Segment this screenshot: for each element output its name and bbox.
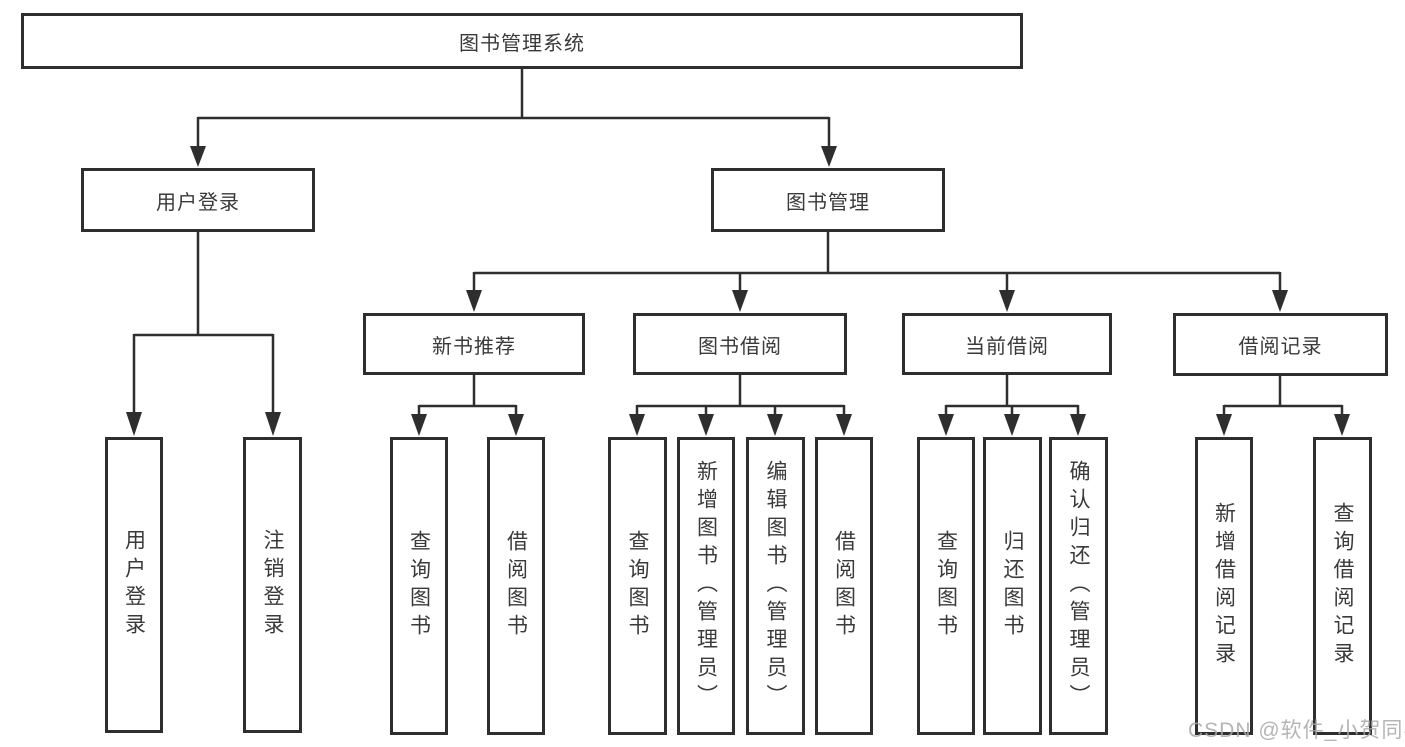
node-book-borrow: 图书借阅 <box>633 313 847 375</box>
leaf-label: 新增图书（管理员） <box>694 460 718 712</box>
node-label: 当前借阅 <box>965 335 1049 358</box>
leaf-label: 查询图书 <box>626 530 649 642</box>
connector-root-to-level2 <box>190 68 837 167</box>
leaf-label: 注销登录 <box>261 529 284 641</box>
node-user-login: 用户登录 <box>81 168 315 232</box>
leaf-user-login: 用户登录 <box>105 437 163 733</box>
leaf-add-borrow-record: 新增借阅记录 <box>1195 437 1253 735</box>
leaf-query-books-recommend: 查询图书 <box>390 437 448 735</box>
leaf-query-books-borrow: 查询图书 <box>608 437 667 735</box>
leaf-query-borrow-record: 查询借阅记录 <box>1313 437 1372 735</box>
node-label: 图书管理系统 <box>459 32 585 55</box>
leaf-label: 归还图书 <box>1001 530 1024 642</box>
leaf-label: 查询图书 <box>934 530 958 642</box>
connector-book-borrow-children <box>629 375 852 436</box>
leaf-query-books-current: 查询图书 <box>917 437 975 735</box>
leaf-add-books-admin: 新增图书（管理员） <box>677 437 735 735</box>
node-label: 用户登录 <box>156 191 240 214</box>
node-new-book-recommend: 新书推荐 <box>363 313 585 375</box>
node-label: 图书借阅 <box>698 335 782 358</box>
connector-book-management-children <box>466 232 1288 312</box>
connector-current-borrow-children <box>938 375 1086 436</box>
connector-new-book-recommend-children <box>411 375 524 436</box>
node-label: 新书推荐 <box>432 335 516 358</box>
connector-user-login-children <box>126 232 281 436</box>
node-label: 借阅记录 <box>1238 336 1323 358</box>
leaf-label: 查询图书 <box>407 530 431 642</box>
node-book-management-system: 图书管理系统 <box>21 13 1023 69</box>
leaf-borrow-books-borrow: 借阅图书 <box>815 437 873 735</box>
leaf-label: 借阅图书 <box>832 530 856 642</box>
leaf-label: 用户登录 <box>122 529 146 641</box>
watermark: CSDN @软件_小贺同学 <box>1188 719 1405 742</box>
connector-borrow-records-children <box>1216 376 1350 436</box>
leaf-borrow-books-recommend: 借阅图书 <box>487 437 545 735</box>
leaf-label: 编辑图书（管理员） <box>764 460 787 712</box>
leaf-label: 查询借阅记录 <box>1331 502 1354 670</box>
leaf-logout-login: 注销登录 <box>243 437 302 733</box>
leaf-confirm-return-admin: 确认归还（管理员） <box>1049 437 1108 735</box>
leaf-label: 新增借阅记录 <box>1212 502 1236 670</box>
leaf-label: 确认归还（管理员） <box>1067 460 1090 712</box>
leaf-label: 借阅图书 <box>504 530 528 642</box>
node-label: 图书管理 <box>786 191 870 214</box>
node-current-borrow: 当前借阅 <box>902 313 1112 375</box>
leaf-edit-books-admin: 编辑图书（管理员） <box>746 437 805 735</box>
node-book-management: 图书管理 <box>711 168 945 232</box>
leaf-return-books: 归还图书 <box>983 437 1042 735</box>
node-borrow-records: 借阅记录 <box>1173 313 1388 376</box>
